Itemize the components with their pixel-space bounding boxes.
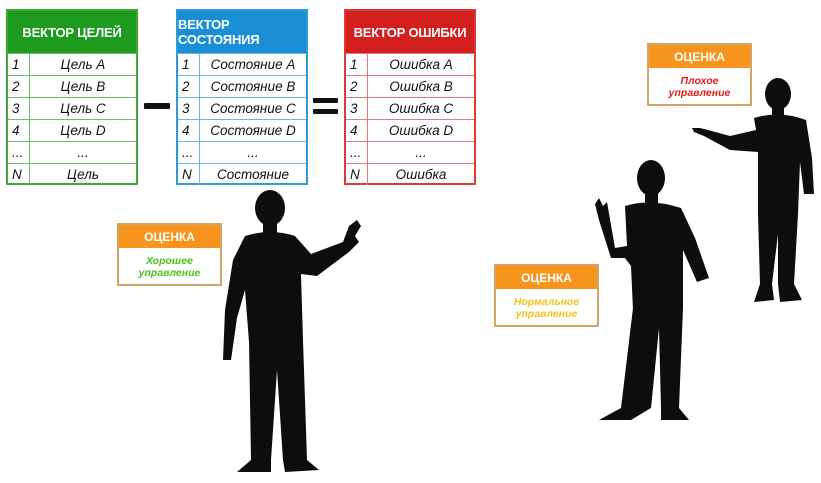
bad-rating-badge: ОЦЕНКА Плохое управление: [647, 43, 752, 106]
row-index: N: [178, 164, 200, 185]
person-silhouette-middle: [595, 160, 709, 420]
row-value: ...: [247, 145, 259, 160]
row-value: ...: [415, 145, 427, 160]
row-index: 2: [8, 76, 30, 97]
goals-vector-title: ВЕКТОР ЦЕЛЕЙ: [8, 11, 136, 53]
badge-label: ОЦЕНКА: [649, 45, 750, 68]
table-row: 4 Цель D: [8, 119, 136, 141]
badge-label: ОЦЕНКА: [119, 225, 220, 248]
table-row: N Состояние: [178, 163, 306, 185]
row-value: ...: [77, 145, 89, 160]
table-row: 4 Состояние D: [178, 119, 306, 141]
row-value: Цель C: [60, 101, 106, 116]
row-value: Цель: [67, 167, 99, 182]
row-index: 1: [346, 54, 368, 75]
row-value: Состояние D: [210, 123, 296, 138]
row-index: ...: [178, 142, 200, 163]
table-row: 1 Ошибка A: [346, 53, 474, 75]
row-index: 3: [346, 98, 368, 119]
badge-text: Хорошее управление: [138, 255, 201, 279]
table-row: 3 Состояние C: [178, 97, 306, 119]
row-value: Цель A: [60, 57, 106, 72]
row-index: 1: [178, 54, 200, 75]
badge-label: ОЦЕНКА: [496, 266, 597, 289]
error-vector-title: ВЕКТОР ОШИБКИ: [346, 11, 474, 53]
row-index: 3: [178, 98, 200, 119]
table-row: 3 Ошибка C: [346, 97, 474, 119]
equals-sign-bottom: [313, 109, 338, 114]
row-index: 1: [8, 54, 30, 75]
table-row: ......: [178, 141, 306, 163]
table-row: 2 Ошибка B: [346, 75, 474, 97]
row-value: Ошибка C: [388, 101, 454, 116]
good-rating-badge: ОЦЕНКА Хорошее управление: [117, 223, 222, 286]
table-row: N Цель: [8, 163, 136, 185]
row-index: 4: [8, 120, 30, 141]
table-row: 2 Цель B: [8, 75, 136, 97]
table-row: N Ошибка: [346, 163, 474, 185]
table-row: 3 Цель C: [8, 97, 136, 119]
row-index: 2: [178, 76, 200, 97]
equals-sign-top: [313, 98, 338, 103]
row-value: Цель D: [60, 123, 106, 138]
row-index: ...: [346, 142, 368, 163]
row-value: Цель B: [60, 79, 106, 94]
row-index: N: [8, 164, 30, 185]
state-vector-title: ВЕКТОР СОСТОЯНИЯ: [178, 11, 306, 53]
table-row: 2 Состояние B: [178, 75, 306, 97]
badge-text: Нормальное управление: [513, 296, 580, 320]
minus-sign: [144, 103, 170, 109]
table-row: 4 Ошибка D: [346, 119, 474, 141]
row-value: Состояние B: [210, 79, 296, 94]
normal-rating-badge: ОЦЕНКА Нормальное управление: [494, 264, 599, 327]
row-value: Состояние C: [210, 101, 296, 116]
row-index: 2: [346, 76, 368, 97]
badge-text: Плохое управление: [668, 75, 731, 99]
row-index: 3: [8, 98, 30, 119]
row-value: Ошибка A: [389, 57, 453, 72]
row-index: ...: [8, 142, 30, 163]
row-value: Состояние A: [210, 57, 296, 72]
row-value: Ошибка D: [388, 123, 454, 138]
table-row: ......: [8, 141, 136, 163]
person-silhouette-left: [223, 190, 361, 472]
table-row: 1 Состояние A: [178, 53, 306, 75]
table-row: ......: [346, 141, 474, 163]
row-index: 4: [178, 120, 200, 141]
row-index: 4: [346, 120, 368, 141]
row-index: N: [346, 164, 368, 185]
person-silhouette-right: [692, 78, 814, 302]
row-value: Ошибка: [395, 167, 447, 182]
row-value: Ошибка B: [389, 79, 453, 94]
table-row: 1 Цель A: [8, 53, 136, 75]
row-value: Состояние: [217, 167, 289, 182]
